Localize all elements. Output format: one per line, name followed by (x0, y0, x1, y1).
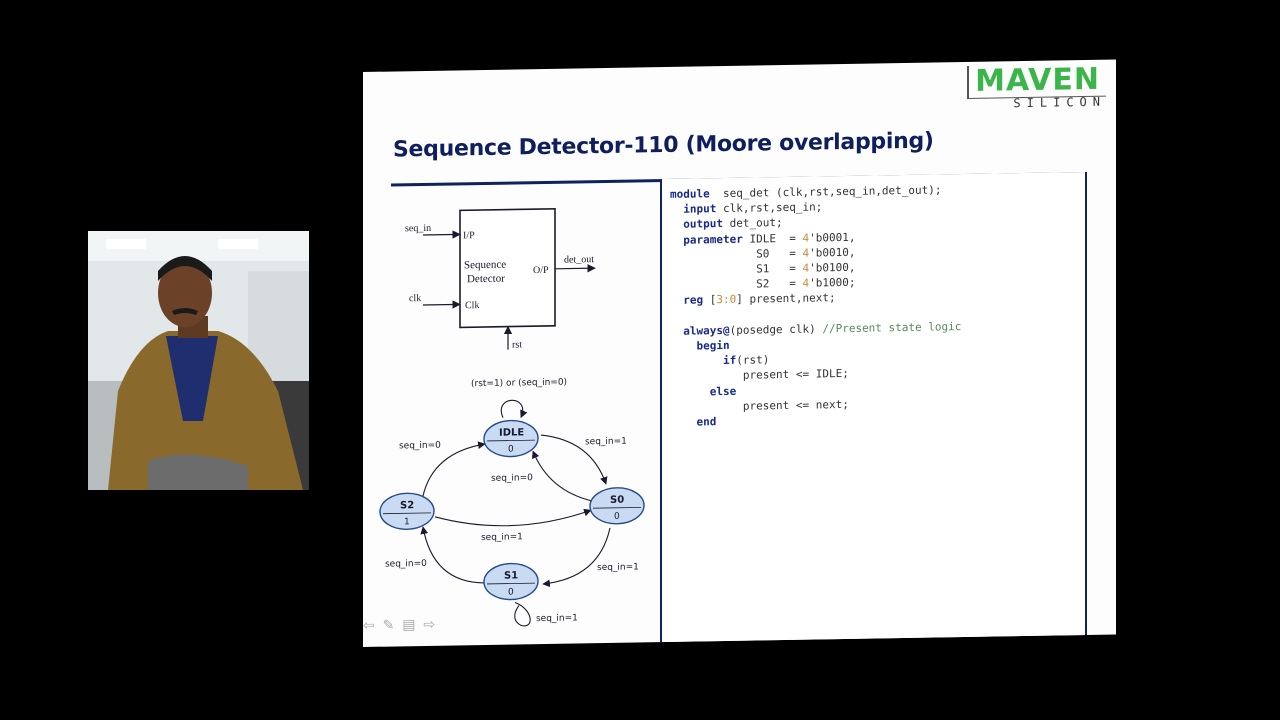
seq-in-input-label: seq_in (405, 223, 431, 234)
idle-to-s0-label: seq_in=1 (585, 437, 627, 448)
back-arrow-icon[interactable]: ⇦ (363, 616, 375, 633)
state-idle: IDLE 0 (483, 419, 539, 458)
detector-label-2: Detector (467, 273, 505, 286)
code-panel: module seq_det (clk,rst,seq_in,det_out);… (660, 171, 1087, 647)
idle-self-loop (500, 399, 528, 419)
state-diagram: IDLE 0 S0 0 S1 0 S2 1 (rst= (379, 378, 645, 627)
code-line: output det_out; (683, 216, 783, 232)
s2-to-idle-label: seq_in=0 (399, 441, 441, 452)
state-s2: S2 1 (379, 492, 435, 530)
diagram-area: seq_in clk I/P Clk O/P Sequence Detector… (379, 208, 645, 627)
rst-label: rst (512, 339, 522, 350)
s2-to-s0-arrow (434, 508, 592, 527)
code-line: S0 = 4'b0010, (683, 245, 856, 262)
code-line: always@(posedge clk) //Present state log… (683, 319, 962, 338)
state-idle-name: IDLE (499, 427, 524, 438)
code-line: else (709, 384, 737, 398)
forward-arrow-icon[interactable]: ⇨ (423, 615, 436, 632)
s2-to-idle-arrow (422, 441, 486, 497)
code-line: S2 = 4'b1000; (683, 276, 856, 292)
state-s2-name: S2 (400, 500, 414, 511)
s1-self-label: seq_in=1 (536, 613, 578, 624)
logo-main-text: MAVEN (967, 62, 1106, 99)
s0-to-s1-arrow (542, 527, 611, 588)
ip-port-label: I/P (463, 230, 475, 241)
op-port-label: O/P (533, 265, 549, 276)
code-line: present <= next; (742, 397, 849, 413)
code-line: S1 = 4'b0100, (683, 260, 856, 277)
s0-to-idle-label: seq_in=0 (491, 473, 533, 484)
s1-to-s2-arrow (420, 526, 486, 584)
code-line: end (696, 415, 717, 429)
code-line: module seq_det (clk,rst,seq_in,det_out); (670, 183, 942, 201)
presenter-webcam (88, 231, 309, 490)
slide: MAVEN SILICON Sequence Detector-110 (Moo… (363, 59, 1116, 647)
s1-self-loop (514, 601, 531, 627)
s2-to-s0-label: seq_in=1 (481, 532, 523, 543)
slide-title: Sequence Detector-110 (Moore overlapping… (393, 128, 934, 163)
state-s2-output: 1 (404, 517, 410, 527)
state-idle-output: 0 (508, 444, 514, 454)
clk-port-label: Clk (465, 300, 479, 311)
verilog-code: module seq_det (clk,rst,seq_in,det_out);… (670, 182, 961, 430)
idle-self-label: (rst=1) or (seq_in=0) (471, 378, 567, 390)
clk-input-label: clk (409, 293, 421, 304)
s1-to-s2-label: seq_in=0 (385, 559, 427, 570)
s0-to-idle-arrow (532, 450, 594, 502)
state-s0: S0 0 (589, 487, 645, 525)
idle-to-s0-arrow (540, 434, 608, 485)
slide-nav-controls: ⇦ ✎ ▤ ⇨ (363, 616, 439, 634)
s0-to-s1-label: seq_in=1 (597, 562, 639, 573)
state-s0-name: S0 (610, 495, 624, 506)
code-line: parameter IDLE = 4'b0001, (683, 230, 856, 247)
presenter-image (88, 231, 309, 490)
state-s0-output: 0 (614, 512, 620, 522)
maven-silicon-logo: MAVEN SILICON (967, 62, 1106, 111)
code-line: if(rst) (722, 353, 770, 368)
menu-icon[interactable]: ▤ (402, 616, 416, 633)
det-out-label: det_out (564, 254, 594, 266)
detector-label-1: Sequence (464, 259, 506, 272)
code-line: begin (696, 338, 730, 353)
state-s1: S1 0 (483, 562, 539, 601)
code-line: present <= IDLE; (742, 367, 849, 383)
state-s1-name: S1 (504, 570, 518, 581)
block-diagram: seq_in clk I/P Clk O/P Sequence Detector… (405, 208, 596, 351)
pen-icon[interactable]: ✎ (382, 616, 395, 633)
code-line: input clk,rst,seq_in; (683, 200, 823, 216)
state-s1-output: 0 (508, 587, 514, 597)
code-line: reg [3:0] present,next; (683, 291, 836, 308)
